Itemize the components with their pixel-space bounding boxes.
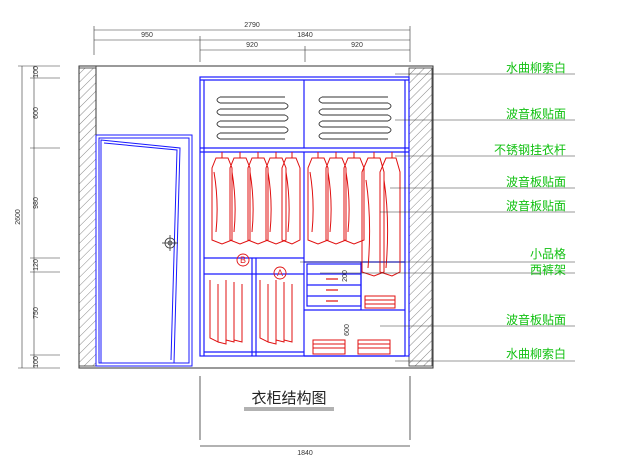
folded-stacks (312, 295, 396, 355)
dim-left-upper: 600 (33, 107, 40, 119)
left-wall-hatch (78, 67, 97, 367)
callout-label: 小品格 (530, 246, 566, 261)
callout-label: 波音板贴面 (506, 106, 566, 121)
callout-leaders (300, 73, 575, 362)
marker-b: B (240, 255, 246, 265)
dim-top-mid: 1840 (297, 32, 313, 39)
marker-a: A (277, 268, 283, 278)
callout-label: 水曲柳索白 (506, 60, 566, 75)
dim-top-sub-right: 920 (351, 42, 363, 49)
callout-label: 不锈钢挂衣杆 (494, 142, 566, 157)
callout-label: 西裤架 (530, 263, 566, 277)
dim-left-lower: 750 (33, 307, 40, 319)
dim-top-total: 2790 (244, 22, 260, 29)
callout-label: 波音板贴面 (506, 174, 566, 189)
hanging-garments-left (211, 152, 301, 245)
callout-label: 波音板贴面 (506, 198, 566, 213)
door-handle-icon (162, 235, 178, 251)
hanging-garments-right (307, 152, 401, 277)
dim-left-top: 100 (33, 66, 40, 78)
dim-top-left: 950 (141, 32, 153, 39)
top-dimensions (93, 26, 411, 62)
trousers (209, 280, 293, 345)
dim-bottom: 1840 (297, 450, 313, 457)
right-wall-hatch (408, 67, 433, 367)
marker-b-circle (236, 253, 250, 267)
dim-inner-200: 200 (342, 270, 349, 282)
dim-inner-600: 600 (344, 324, 351, 336)
callout-label: 水曲柳索白 (506, 346, 566, 361)
dim-top-sub-left: 920 (246, 42, 258, 49)
dim-left-small: 120 (33, 259, 40, 271)
dim-left-total: 2600 (15, 209, 22, 225)
left-dimensions (18, 65, 60, 369)
door-section (95, 66, 193, 367)
marker-a-circle (273, 266, 287, 280)
drawer-pulls (326, 278, 338, 302)
dim-left-bottom: 100 (33, 356, 40, 368)
title-block (199, 376, 411, 447)
callout-label: 波音板贴面 (506, 312, 566, 327)
dim-left-mid: 980 (33, 197, 40, 209)
drawing-title: 衣柜结构图 (251, 389, 326, 407)
cabinet-interior (199, 76, 410, 357)
folded-blankets (216, 96, 392, 140)
